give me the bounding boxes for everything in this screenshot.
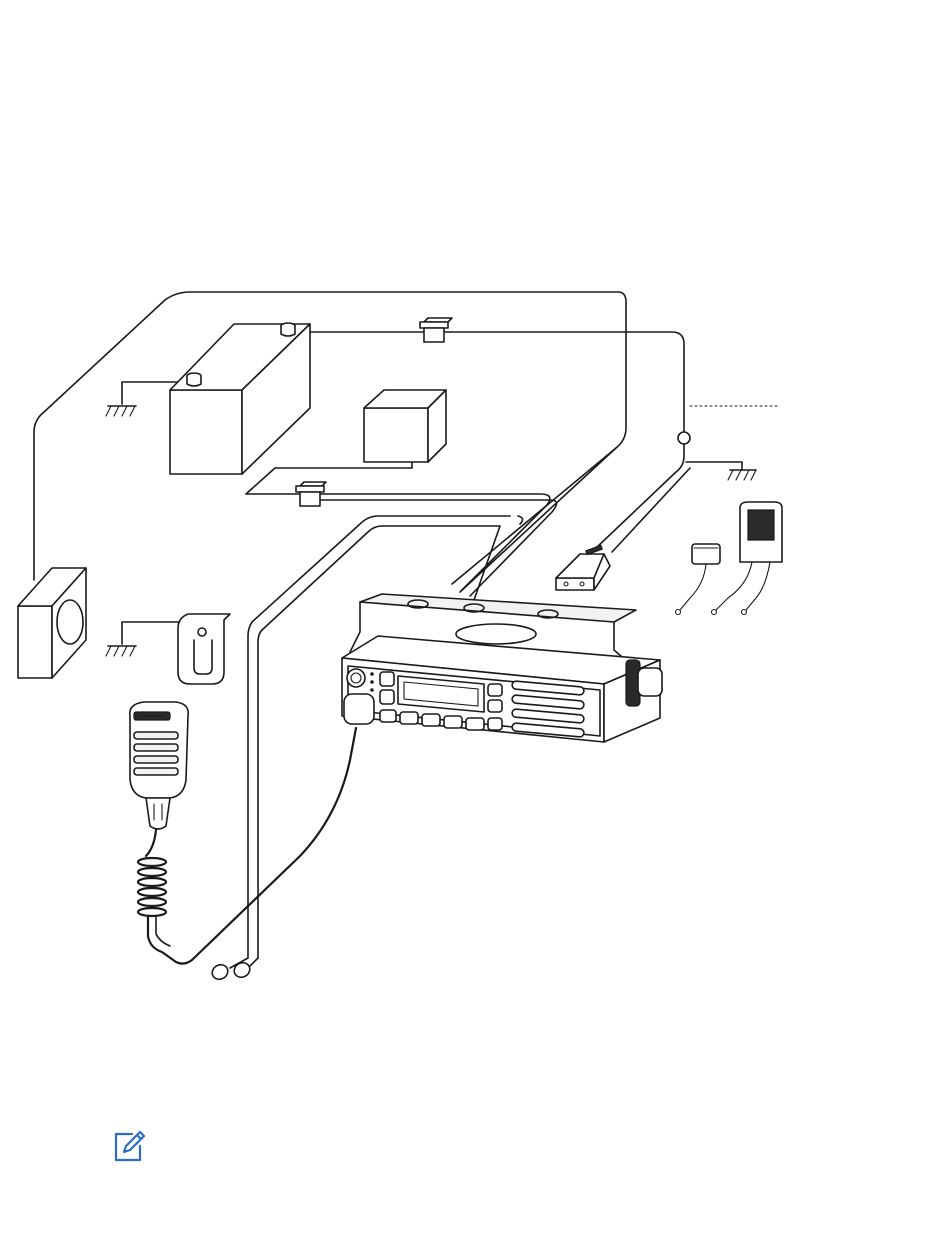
antenna-ground-wire (686, 462, 742, 470)
gps-antenna-large (712, 502, 783, 615)
accessory-cable-inner (518, 516, 523, 524)
ignition-wire-2 (308, 500, 557, 596)
ignition-box (364, 390, 446, 462)
microphone-icon (130, 702, 356, 964)
cable-plugs (210, 958, 258, 982)
ground-symbol-antenna (728, 470, 756, 480)
battery-icon (170, 323, 310, 474)
note-block (112, 1128, 148, 1164)
bracket-ground-wire (122, 622, 184, 644)
ignition-wire (246, 452, 550, 590)
gps-antenna-small (676, 544, 721, 615)
ground-symbol-bracket (106, 646, 136, 656)
ground-bracket (178, 614, 230, 684)
mobile-radio (342, 594, 662, 742)
ground-symbol-battery (106, 406, 136, 416)
note-edit-icon (112, 1128, 148, 1164)
accessory-cable-inner-2 (258, 526, 500, 958)
antenna-cable-lower (612, 468, 690, 552)
fuse-holder-top (420, 318, 452, 342)
speaker-icon (18, 568, 86, 678)
speaker-wire (34, 292, 626, 584)
antenna-connector (556, 432, 690, 590)
